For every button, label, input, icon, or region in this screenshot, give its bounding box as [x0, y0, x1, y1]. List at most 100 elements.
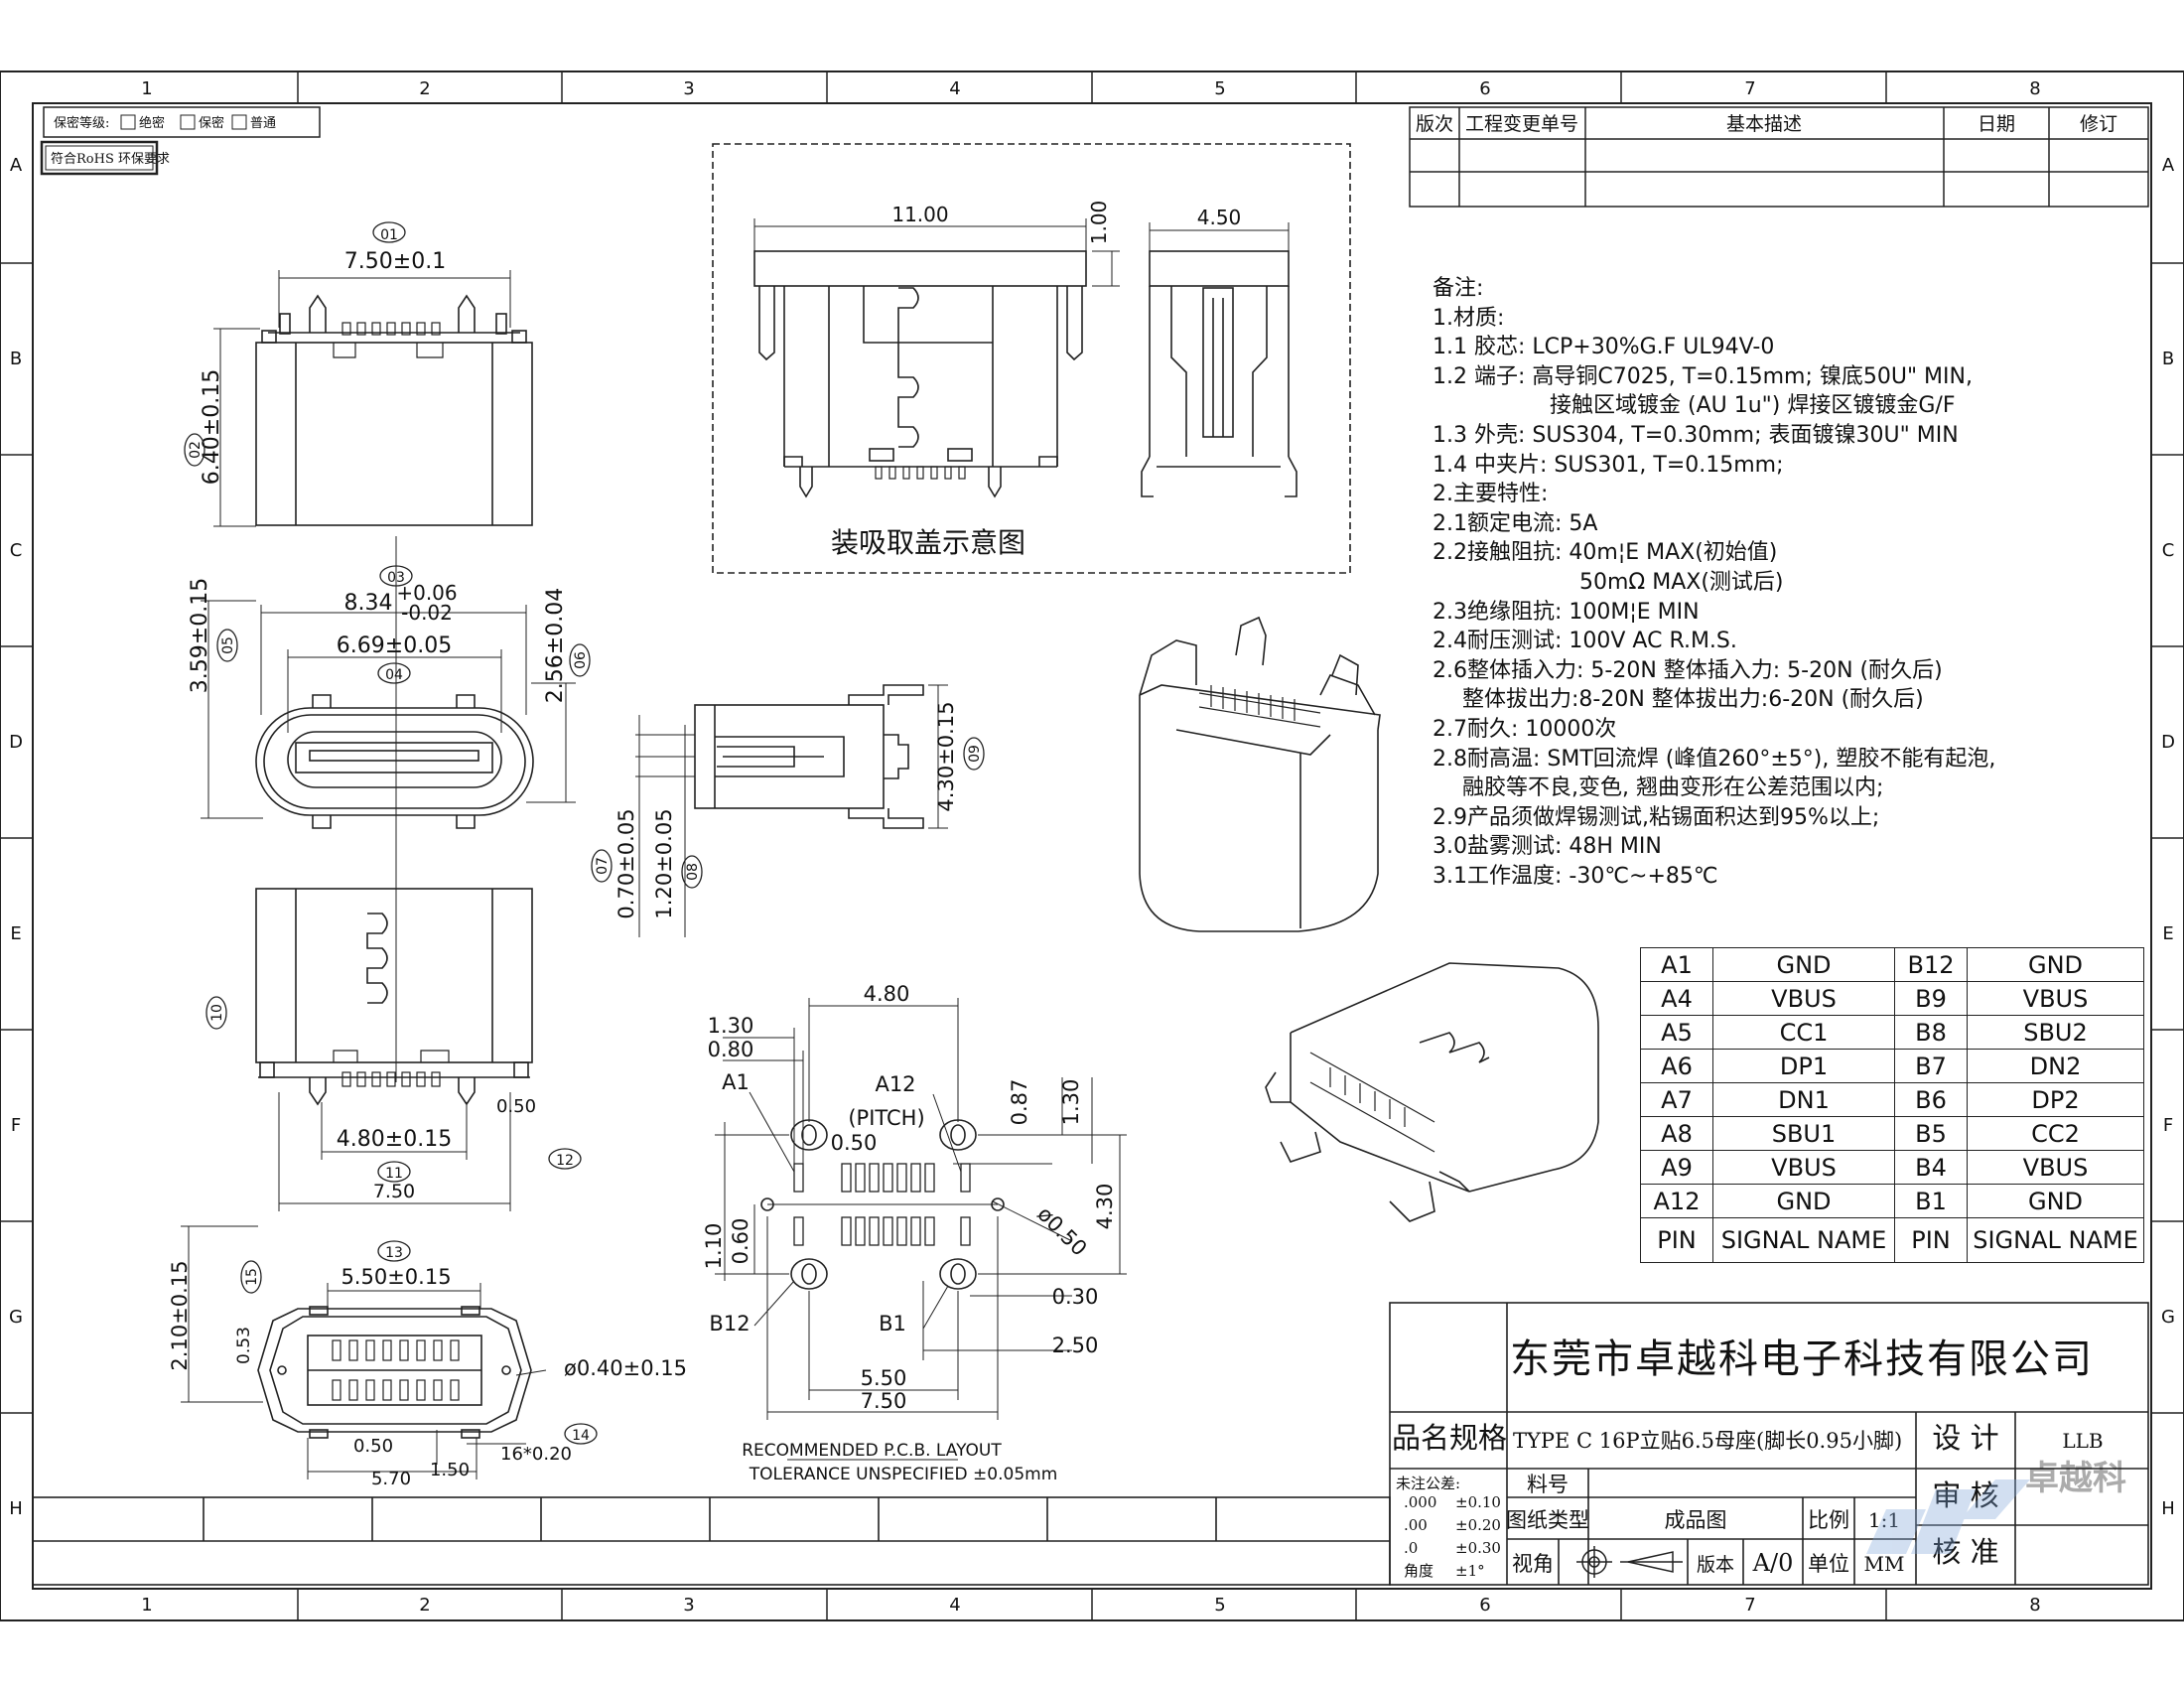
dim-3-59: 3.59±0.15: [188, 578, 212, 693]
signal-cell: VBUS: [1712, 1150, 1895, 1185]
note-line: 1.3 外壳: SUS304, T=0.30mm; 表面镀镍30U" MIN: [1433, 422, 1959, 448]
callout-14: 14: [572, 1428, 590, 1444]
row-letter: G: [2161, 1307, 2175, 1328]
dim-2-10: 2.10±0.15: [168, 1260, 192, 1370]
row-letters-right: A B C D E F G H: [2161, 155, 2175, 1519]
tolerance-title: 未注公差:: [1396, 1475, 1460, 1492]
tolerance-val: ±0.10: [1455, 1493, 1501, 1511]
row-letter: B: [10, 349, 22, 369]
note-line: 2.9产品须做焊锡测试,粘锡面积达到95%以上;: [1433, 804, 1880, 830]
drawing-type-label: 图纸类型: [1506, 1508, 1589, 1532]
note-line: 2.4耐压测试: 100V AC R.M.S.: [1433, 629, 1737, 654]
note-line: 2.7耐久: 10000次: [1433, 716, 1617, 742]
callout-02: 02: [188, 441, 204, 459]
pin-cell: B4: [1894, 1150, 1968, 1185]
row-letter: F: [11, 1115, 21, 1136]
pcb-dim-4-80: 4.80: [864, 982, 910, 1006]
tolerance-val: ±1°: [1455, 1562, 1485, 1580]
pin-cell: B8: [1894, 1015, 1968, 1050]
dim-0-50-pitch: 0.50: [353, 1436, 393, 1457]
pcb-dim-1-30-vert: 1.30: [1059, 1079, 1083, 1126]
checkbox-top-secret[interactable]: [120, 114, 136, 130]
row-letter: D: [2161, 732, 2175, 753]
callout-06: 06: [573, 651, 589, 669]
scale-value: 1:1: [1868, 1508, 1900, 1532]
security-level-box: 保密等级: 绝密 保密 普通 符合RoHS 环保要求: [40, 106, 321, 176]
dim-7-50: 7.50±0.1: [344, 249, 446, 274]
callout-09: 09: [967, 745, 983, 763]
callout-05: 05: [220, 636, 236, 654]
row-letter: H: [2161, 1498, 2175, 1519]
dim-0-50: 0.50: [496, 1096, 536, 1117]
col-number: 6: [1479, 78, 1490, 99]
col-number: 6: [1479, 1595, 1490, 1616]
note-line: 整体拔出力:8-20N 整体拔出力:6-20N (耐久后): [1462, 687, 1924, 713]
isometric-view-bottom: [1265, 962, 1599, 1222]
pcb-dim-0-30: 0.30: [1052, 1285, 1099, 1309]
pin-cell: B7: [1894, 1049, 1968, 1083]
pin-cell: B12: [1894, 947, 1968, 982]
table-row: A7 DN1 B6 DP2: [1640, 1082, 2144, 1117]
callout-04: 04: [385, 667, 403, 683]
checkbox-confidential[interactable]: [180, 114, 196, 130]
callout-07: 07: [595, 857, 611, 875]
col-number: 7: [1744, 1595, 1755, 1616]
dim-4-30: 4.30±0.15: [934, 701, 958, 811]
row-letter: A: [2162, 155, 2175, 176]
security-label: 保密等级:: [54, 115, 109, 131]
security-option: 保密: [199, 115, 224, 131]
pcb-label-pitch: (PITCH): [848, 1106, 924, 1130]
company-name: 东莞市卓越科电子科技有限公司: [1510, 1336, 2094, 1382]
drawing-type-value: 成品图: [1665, 1508, 1727, 1532]
signal-cell: GND: [1712, 1184, 1895, 1218]
pin-cell: A7: [1640, 1082, 1713, 1117]
pcb-dim-0-60: 0.60: [729, 1218, 752, 1265]
dim-6-69: 6.69±0.05: [337, 633, 452, 658]
note-line: 3.1工作温度: -30℃~+85℃: [1433, 863, 1718, 889]
revision-table: [1409, 106, 2149, 208]
checkbox-normal[interactable]: [231, 114, 247, 130]
pcb-dim-0-50: 0.50: [831, 1131, 878, 1155]
title-block-grid: [32, 1302, 2149, 1586]
rohs-label: 符合RoHS 环保要求: [51, 151, 170, 167]
pcb-label-b1: B1: [879, 1312, 906, 1336]
row-letter: H: [9, 1498, 23, 1519]
version-label: 版本: [1697, 1554, 1734, 1576]
row-letter: C: [2162, 540, 2175, 561]
row-letter: C: [10, 540, 23, 561]
row-letter: A: [10, 155, 23, 176]
pcb-dim-4-30: 4.30: [1093, 1184, 1117, 1230]
dim-0-53: 0.53: [234, 1327, 254, 1364]
cap-caption: 装吸取盖示意图: [831, 526, 1025, 559]
rev-header-desc: 基本描述: [1726, 113, 1802, 135]
pin-cell: A4: [1640, 981, 1713, 1016]
row-letter: F: [2163, 1115, 2173, 1136]
signal-header: SIGNAL NAME: [1712, 1217, 1895, 1263]
note-line: 2.1额定电流: 5A: [1433, 510, 1598, 536]
pcb-label-b12: B12: [709, 1312, 750, 1336]
pcb-dim-1-10: 1.10: [702, 1223, 726, 1270]
signal-cell: VBUS: [1967, 1150, 2144, 1185]
col-number: 4: [949, 78, 960, 99]
row-letter: E: [2162, 923, 2173, 944]
dim-1-50: 1.50: [430, 1460, 470, 1480]
view-label: 视角: [1512, 1552, 1554, 1576]
bottom-view: [255, 888, 533, 1211]
col-number: 2: [419, 1595, 430, 1616]
note-line: 备注:: [1433, 276, 1484, 301]
rohs-box: [40, 140, 159, 176]
pcb-layout: [715, 998, 1127, 1420]
rev-header-ecn: 工程变更单号: [1465, 113, 1578, 135]
pin-cell: A1: [1640, 947, 1713, 982]
signal-cell: DP1: [1712, 1049, 1895, 1083]
note-line: 接触区域镀金 (AU 1u") 焊接区镀镀金G/F: [1550, 393, 1956, 419]
approve-label: 核 准: [1932, 1535, 1998, 1569]
table-row: A8 SBU1 B5 CC2: [1640, 1116, 2144, 1151]
table-header-row: PIN SIGNAL NAME PIN SIGNAL NAME: [1640, 1217, 2144, 1263]
security-option: 普通: [250, 116, 276, 131]
review-label: 审 核: [1932, 1478, 1998, 1512]
rev-header-date: 日期: [1978, 113, 2015, 135]
note-line: 2.6整体插入力: 5-20N 整体插入力: 5-20N (耐久后): [1433, 657, 1943, 683]
front-view-top: [213, 270, 533, 527]
